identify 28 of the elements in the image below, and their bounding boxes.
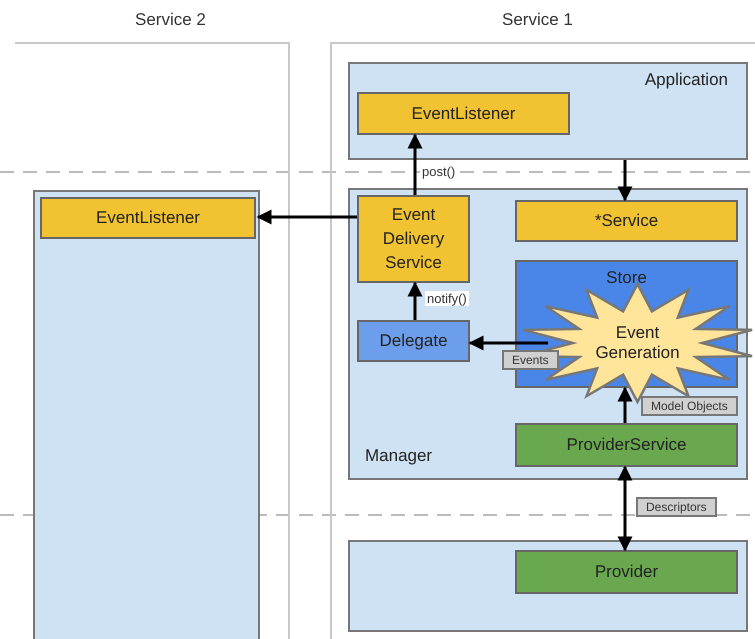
container-box	[348, 540, 748, 632]
arrow	[408, 282, 422, 320]
container-box	[348, 62, 748, 160]
edge-label: notify()	[425, 291, 469, 306]
arrow	[618, 466, 632, 552]
container-box	[33, 190, 260, 639]
arrow	[618, 386, 632, 423]
component-box: *Service	[515, 200, 738, 242]
data-tag: Events	[502, 350, 559, 370]
node-label: Event Generation	[594, 323, 681, 363]
data-tag: Model Objects	[641, 396, 738, 416]
component-box: Event Delivery Service	[357, 195, 470, 283]
component-box: Delegate	[357, 320, 470, 362]
component-box: EventListener	[357, 92, 570, 135]
box-heading: Application	[644, 70, 728, 90]
area-heading: Service 1	[502, 10, 573, 30]
component-box: Provider	[515, 550, 738, 594]
arrow	[256, 210, 357, 224]
box-heading: Manager	[365, 446, 432, 466]
arrow	[618, 160, 632, 202]
arrow	[468, 336, 548, 350]
area-heading: Service 2	[135, 10, 206, 30]
edge-label: post()	[420, 164, 458, 179]
data-tag: Descriptors	[636, 497, 717, 517]
box-heading: Store	[605, 268, 648, 288]
component-box: EventListener	[40, 197, 256, 239]
arrow	[408, 134, 422, 195]
component-box: ProviderService	[515, 423, 738, 467]
